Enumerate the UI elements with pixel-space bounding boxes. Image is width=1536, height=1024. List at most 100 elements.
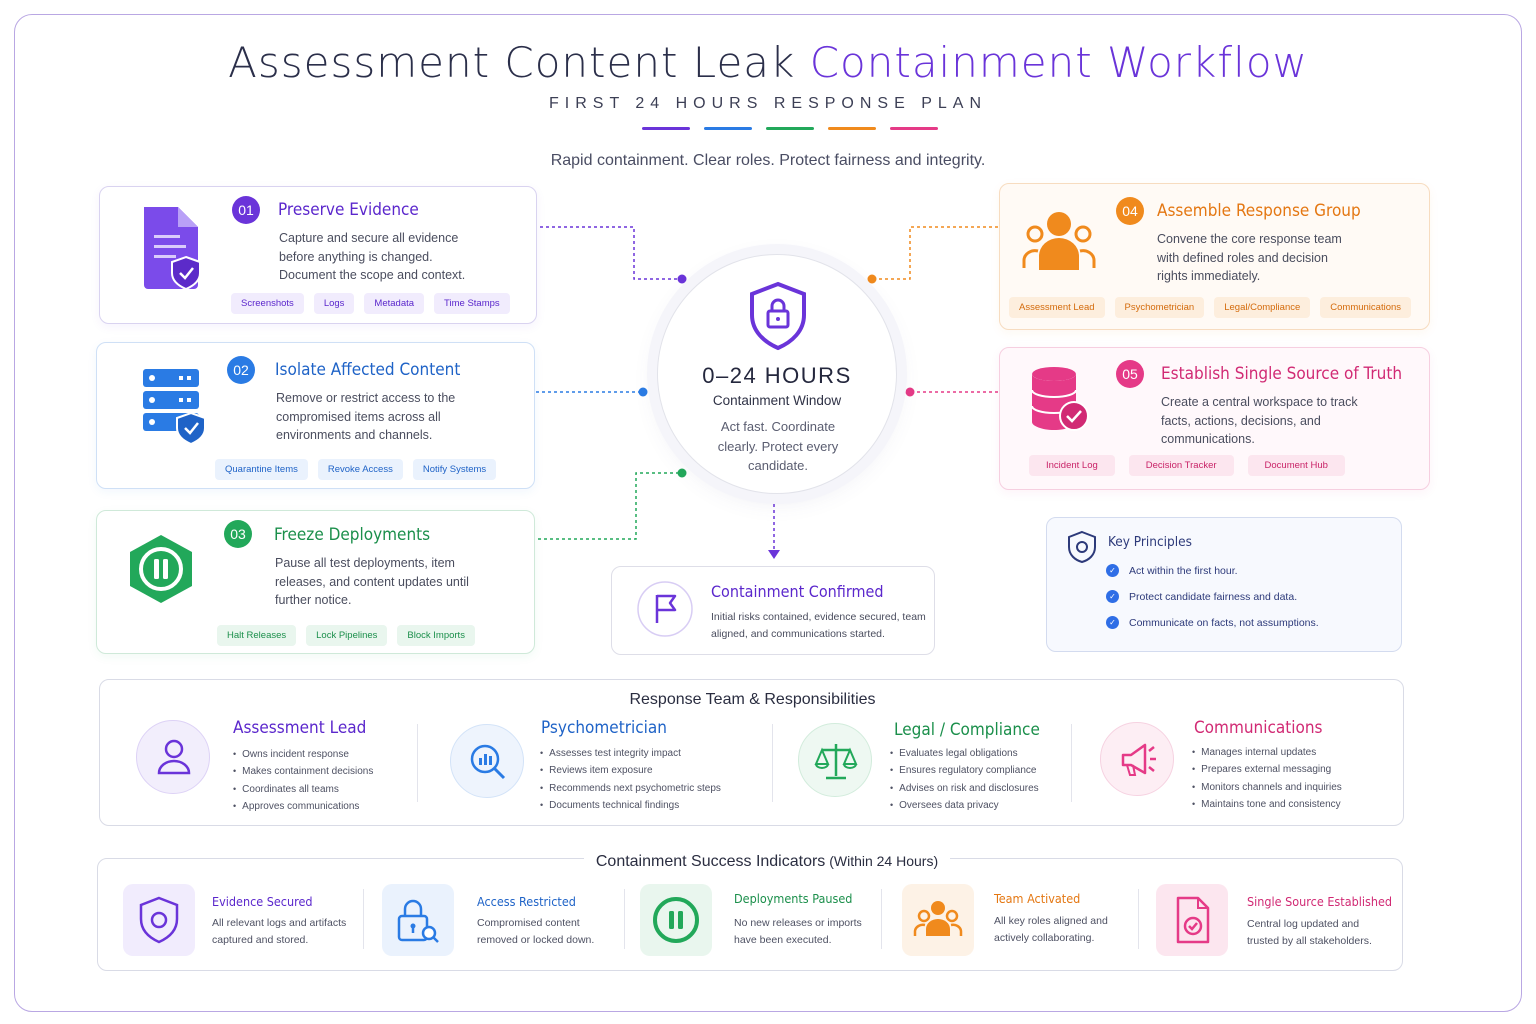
key-principles-card: Key Principles ✓Act within the first hou… — [1046, 517, 1402, 652]
role-duty: Owns incident response — [233, 746, 373, 763]
role-duty: Recommends next psychometric steps — [540, 780, 721, 797]
scales-icon — [814, 744, 858, 780]
step-tag: Revoke Access — [317, 459, 403, 480]
divider — [363, 889, 364, 949]
step-tag: Metadata — [364, 293, 425, 314]
containment-confirmed-card[interactable]: Containment Confirmed Initial risks cont… — [611, 566, 935, 655]
divider — [1138, 889, 1139, 949]
step-tag: Quarantine Items — [215, 459, 308, 480]
step-number: 04 — [1116, 197, 1144, 225]
step-tag: Time Stamps — [434, 293, 510, 314]
check-icon: ✓ — [1106, 616, 1119, 629]
shield-lock-icon — [750, 281, 806, 351]
flag-icon — [637, 581, 693, 637]
lock-search-icon — [397, 899, 439, 943]
step-card-03[interactable]: 03 Freeze Deployments Pause all test dep… — [96, 510, 535, 654]
step-description: Convene the core response team with defi… — [1157, 232, 1342, 283]
step-tag: Legal/Compliance — [1214, 297, 1311, 318]
role-duty: Assesses test integrity impact — [540, 745, 721, 762]
title-part-1: Assessment Content Leak — [228, 38, 810, 87]
team-heading: Response Team & Responsibilities — [629, 691, 876, 708]
step-tags: Quarantine Items Revoke Access Notify Sy… — [215, 459, 497, 480]
divider — [881, 889, 882, 949]
step-card-01[interactable]: 01 Preserve Evidence Capture and secure … — [99, 186, 537, 324]
step-tag: Lock Pipelines — [306, 625, 388, 646]
response-team-section: Response Team & Responsibilities Assessm… — [99, 679, 1404, 826]
role-icon-circle — [136, 720, 210, 794]
indicator-description: All relevant logs and artifacts captured… — [212, 917, 347, 946]
principle-text: Protect candidate fairness and data. — [1129, 590, 1298, 603]
confirmed-description: Initial risks contained, evidence secure… — [711, 611, 926, 640]
role-duty: Coordinates all teams — [233, 781, 373, 798]
team-icon — [1022, 212, 1096, 270]
indicator-icon-box — [902, 884, 974, 956]
principle-text: Act within the first hour. — [1129, 564, 1238, 577]
step-title: Assemble Response Group — [1157, 201, 1361, 221]
tagline: Rapid containment. Clear roles. Protect … — [550, 152, 986, 169]
principle-item: ✓ Protect candidate fairness and data. — [1106, 590, 1297, 603]
indicator-title: Evidence Secured — [212, 894, 313, 909]
step-tag: Screenshots — [231, 293, 304, 314]
principles-title: Key Principles — [1108, 534, 1192, 550]
color-bars — [642, 127, 938, 130]
indicators-heading-main: Containment Success Indicators — [595, 853, 826, 870]
role-icon-circle — [1100, 722, 1174, 796]
indicator-description: All key roles aligned and actively colla… — [994, 915, 1108, 944]
divider — [624, 889, 625, 949]
step-title: Preserve Evidence — [278, 200, 419, 220]
indicator-description: Central log updated and trusted by all s… — [1247, 918, 1372, 947]
role-duty: Reviews item exposure — [540, 762, 721, 779]
document-shield-icon — [144, 207, 201, 291]
role-title: Communications — [1194, 718, 1323, 738]
step-tag: Halt Releases — [217, 625, 297, 646]
role-duty: Ensures regulatory compliance — [890, 762, 1039, 779]
step-tags: Incident Log Decision Tracker Document H… — [1029, 455, 1345, 476]
step-tag: Incident Log — [1029, 455, 1115, 476]
step-description: Remove or restrict access to the comprom… — [276, 391, 456, 442]
role-title: Legal / Compliance — [894, 720, 1040, 740]
step-card-02[interactable]: 02 Isolate Affected Content Remove or re… — [96, 342, 535, 489]
divider — [772, 724, 773, 802]
step-title: Establish Single Source of Truth — [1161, 364, 1403, 384]
role-duty: Documents technical findings — [540, 797, 721, 814]
principle-text: Communicate on facts, not assumptions. — [1129, 616, 1319, 629]
divider — [417, 724, 418, 802]
step-number: 02 — [227, 356, 255, 384]
page-subtitle: FIRST 24 HOURS RESPONSE PLAN — [549, 95, 987, 112]
color-bar — [890, 127, 938, 130]
pause-hexagon-icon — [130, 535, 192, 603]
step-description: Create a central workspace to track fact… — [1161, 395, 1358, 446]
page-title: Assessment Content Leak Containment Work… — [0, 38, 1536, 87]
indicator-description: Compromised content removed or locked do… — [477, 917, 595, 946]
step-card-04[interactable]: 04 Assemble Response Group Convene the c… — [999, 183, 1430, 330]
role-icon-circle — [450, 724, 524, 798]
indicator-icon-box — [640, 884, 712, 956]
shield-icon — [1068, 530, 1096, 564]
shield-icon — [139, 896, 179, 944]
step-description: Capture and secure all evidence before a… — [279, 231, 466, 282]
principle-item: ✓Act within the first hour. — [1106, 564, 1238, 577]
title-part-2: Containment Workflow — [809, 38, 1308, 87]
success-indicators-section: Containment Success Indicators (Within 2… — [97, 853, 1403, 971]
color-bar — [704, 127, 752, 130]
indicator-description: No new releases or imports have been exe… — [734, 917, 862, 946]
divider — [1071, 724, 1072, 802]
step-tag: Psychometrician — [1114, 297, 1205, 318]
indicators-heading: Containment Success Indicators (Within 2… — [584, 853, 950, 871]
principle-item: ✓ Communicate on facts, not assumptions. — [1106, 616, 1319, 629]
confirmed-title: Containment Confirmed — [711, 582, 884, 601]
role-duty: Approves communications — [233, 798, 373, 815]
step-number: 03 — [224, 520, 252, 548]
indicator-title: Deployments Paused — [734, 891, 853, 906]
window-label: Containment Window — [712, 393, 842, 408]
step-card-05[interactable]: 05 Establish Single Source of Truth Crea… — [999, 347, 1430, 490]
check-icon: ✓ — [1106, 590, 1119, 603]
role-duty: Makes containment decisions — [233, 763, 373, 780]
step-tag: Block Imports — [397, 625, 475, 646]
role-duty: Evaluates legal obligations — [890, 745, 1039, 762]
role-duties: Manages internal updatesPrepares externa… — [1192, 744, 1342, 813]
role-duty: Manages internal updates — [1192, 744, 1342, 761]
role-duty: Oversees data privacy — [890, 797, 1039, 814]
step-description: Pause all test deployments, item release… — [275, 556, 469, 607]
role-duties: Assesses test integrity impactReviews it… — [540, 745, 721, 814]
